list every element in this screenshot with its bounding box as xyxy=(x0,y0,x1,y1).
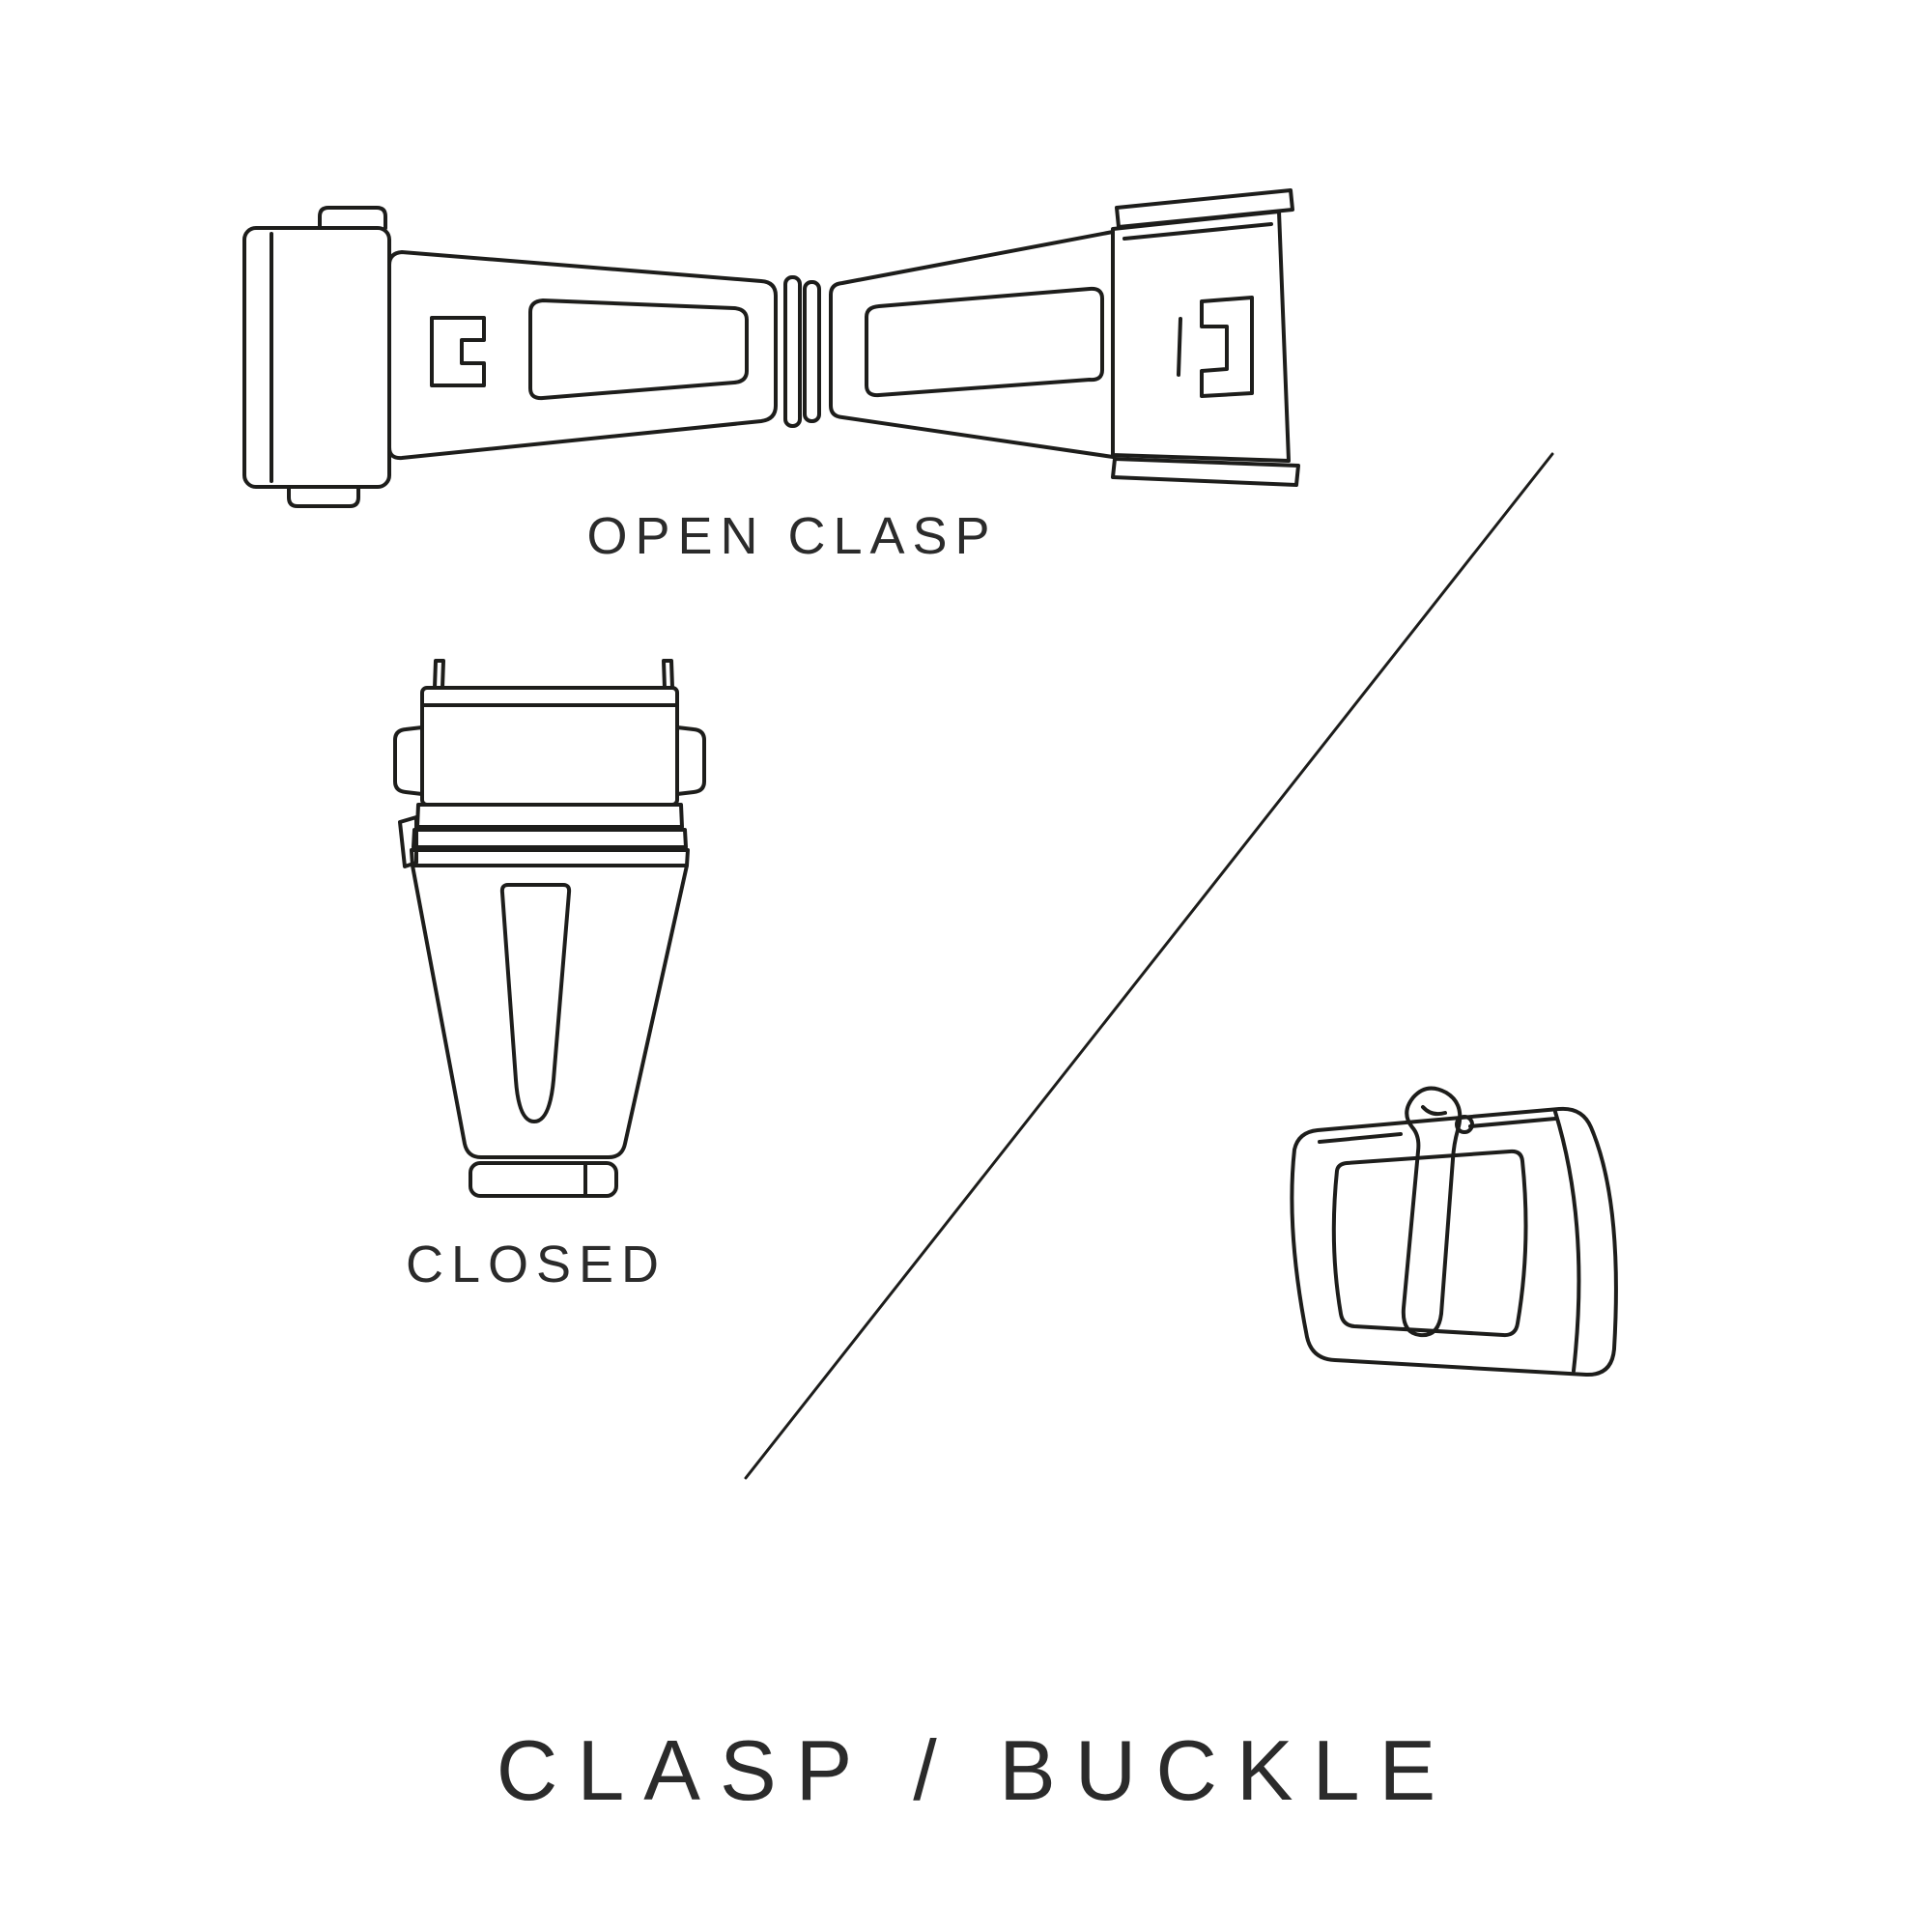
closed-label: CLOSED xyxy=(405,1236,668,1293)
open-clasp-label: OPEN CLASP xyxy=(586,507,998,565)
divider-line xyxy=(744,452,1554,1480)
open-clasp-illustration xyxy=(242,188,1300,508)
closed-clasp-illustration xyxy=(393,659,706,1198)
buckle-illustration xyxy=(1290,1086,1618,1378)
page-title: CLASP / BUCKLE xyxy=(496,1722,1456,1818)
